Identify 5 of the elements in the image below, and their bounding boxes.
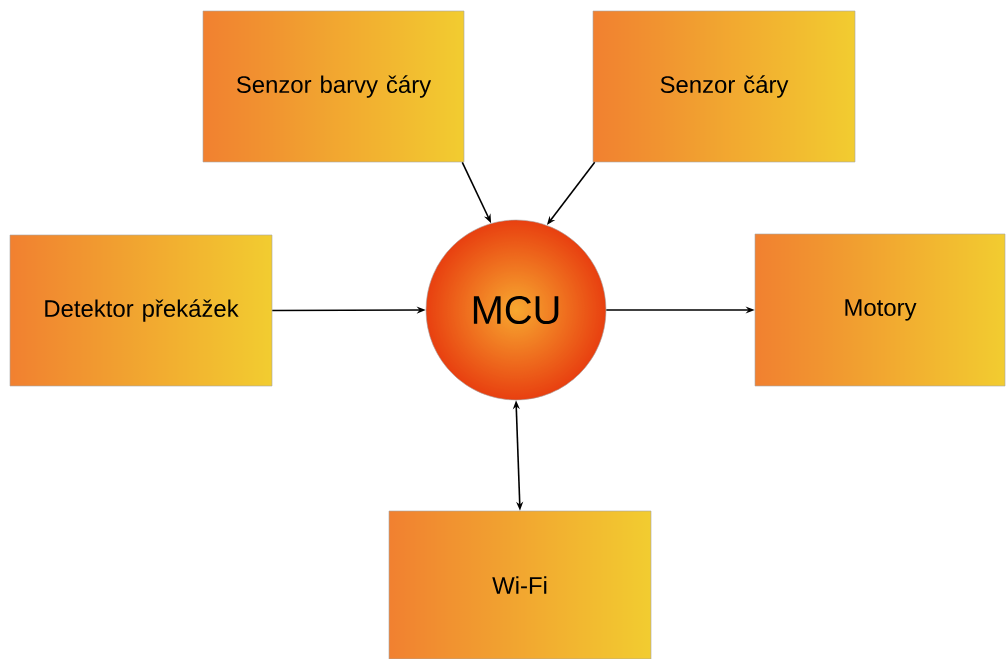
component-box: Detektor překážek (9, 234, 273, 387)
component-box: Senzor barvy čáry (202, 10, 465, 163)
component-box: Motory (754, 233, 1006, 387)
component-box: Wi-Fi (388, 510, 652, 659)
component-box: Senzor čáry (592, 10, 856, 163)
